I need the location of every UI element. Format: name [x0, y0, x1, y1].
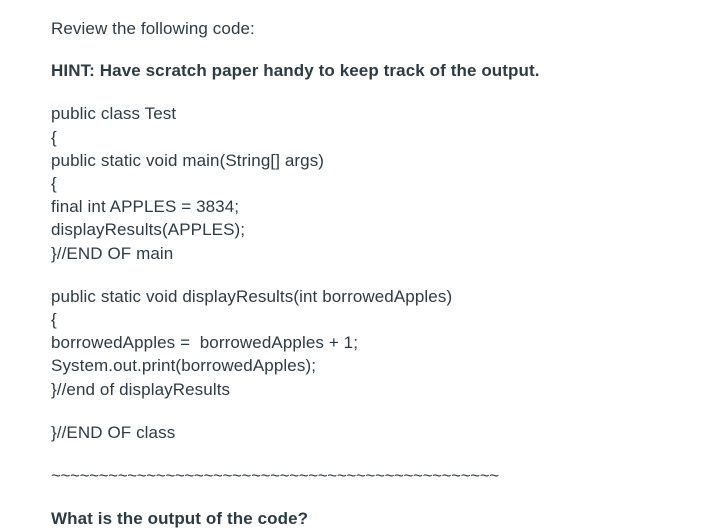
code-line: borrowedApples = borrowedApples + 1; — [51, 333, 359, 353]
code-line: final int APPLES = 3834; — [51, 197, 240, 217]
spacer — [51, 487, 711, 507]
code-block-display-results: public static void displayResults(int bo… — [51, 285, 711, 401]
code-line: }//END OF class — [51, 422, 176, 442]
spacer — [51, 82, 711, 102]
spacer — [51, 265, 711, 285]
code-line: { — [51, 174, 57, 194]
code-line: displayResults(APPLES); — [51, 220, 246, 240]
code-line: { — [51, 127, 57, 147]
intro-text: Review the following code: — [51, 19, 255, 38]
code-line: }//END OF main — [51, 243, 174, 263]
hint-text: HINT: Have scratch paper handy to keep t… — [51, 61, 540, 81]
separator-line: ~~~~~~~~~~~~~~~~~~~~~~~~~~~~~~~~~~~~~~~~… — [51, 466, 499, 486]
code-block-end-class: }//END OF class — [51, 421, 711, 444]
code-line: System.out.print(borrowedApples); — [51, 356, 317, 376]
code-line: public static void displayResults(int bo… — [51, 286, 453, 306]
question-text: What is the output of the code? — [51, 509, 309, 529]
code-line: public static void main(String[] args) — [51, 150, 325, 170]
code-line: { — [51, 310, 57, 330]
code-line: }//end of displayResults — [51, 379, 231, 399]
spacer — [51, 401, 711, 421]
question-content: Review the following code: HINT: Have sc… — [51, 17, 711, 530]
spacer — [51, 444, 711, 464]
code-block-class-main: public class Test { public static void m… — [51, 102, 711, 264]
spacer — [51, 40, 711, 59]
code-line: public class Test — [51, 104, 177, 124]
